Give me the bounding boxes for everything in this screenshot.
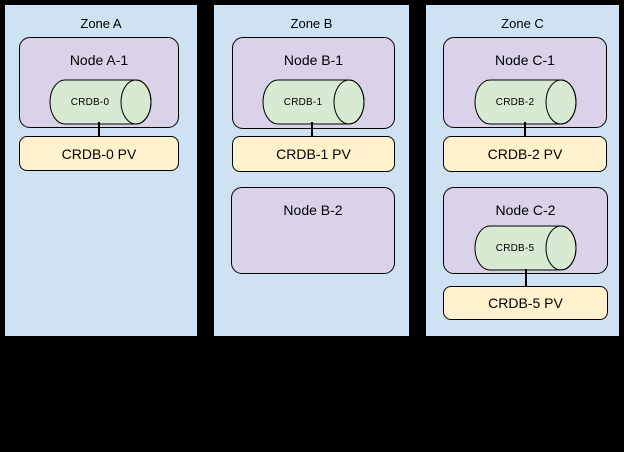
database-cylinder-icon <box>474 225 577 271</box>
crdb-0-pod: CRDB-0 <box>49 79 152 125</box>
zone-b: Zone B Node B-1 CRDB-1 CRDB-1 PV Node B-… <box>213 4 410 337</box>
crdb-5-label: CRDB-5 <box>495 242 535 254</box>
crdb-0-pv: CRDB-0 PV <box>19 136 179 171</box>
node-b2: Node B-2 <box>231 187 395 274</box>
crdb-1-pv-label: CRDB-1 PV <box>276 146 351 162</box>
node-b2-title: Node B-2 <box>283 202 343 218</box>
node-b1: Node B-1 CRDB-1 <box>232 37 395 129</box>
zone-c: Zone C Node C-1 CRDB-2 CRDB-2 PV Node C-… <box>425 4 620 337</box>
crdb-1-pod: CRDB-1 <box>262 79 365 125</box>
crdb-2-label: CRDB-2 <box>495 96 535 108</box>
crdb-2-pod: CRDB-2 <box>474 79 577 125</box>
node-c2: Node C-2 CRDB-5 <box>443 187 608 274</box>
database-cylinder-icon <box>474 79 577 125</box>
node-b1-title: Node B-1 <box>283 52 344 68</box>
zone-a-title: Zone A <box>80 16 122 31</box>
crdb-1-label: CRDB-1 <box>283 96 323 108</box>
connector-line <box>524 122 526 137</box>
connector-line <box>525 269 527 286</box>
connector-line <box>98 122 100 137</box>
crdb-2-pv-label: CRDB-2 PV <box>487 146 563 162</box>
node-a1: Node A-1 CRDB-0 <box>19 37 179 128</box>
crdb-0-pv-label: CRDB-0 PV <box>61 145 137 162</box>
crdb-5-pv-label: CRDB-5 PV <box>488 295 563 311</box>
connector-line <box>311 122 313 137</box>
node-c1: Node C-1 CRDB-2 <box>443 37 607 128</box>
database-cylinder-icon <box>262 79 365 125</box>
crdb-2-pv: CRDB-2 PV <box>443 136 607 172</box>
node-a1-title: Node A-1 <box>69 52 129 68</box>
zone-c-title: Zone C <box>501 16 544 31</box>
crdb-1-pv: CRDB-1 PV <box>232 136 395 172</box>
node-c2-title: Node C-2 <box>495 202 556 218</box>
crdb-0-label: CRDB-0 <box>70 96 110 108</box>
zone-b-title: Zone B <box>290 16 333 31</box>
database-cylinder-icon <box>49 79 152 125</box>
crdb-5-pod: CRDB-5 <box>474 225 577 271</box>
node-c1-title: Node C-1 <box>495 52 555 68</box>
crdb-5-pv: CRDB-5 PV <box>443 286 608 320</box>
zone-a: Zone A Node A-1 CRDB-0 CRDB-0 PV <box>4 4 198 337</box>
